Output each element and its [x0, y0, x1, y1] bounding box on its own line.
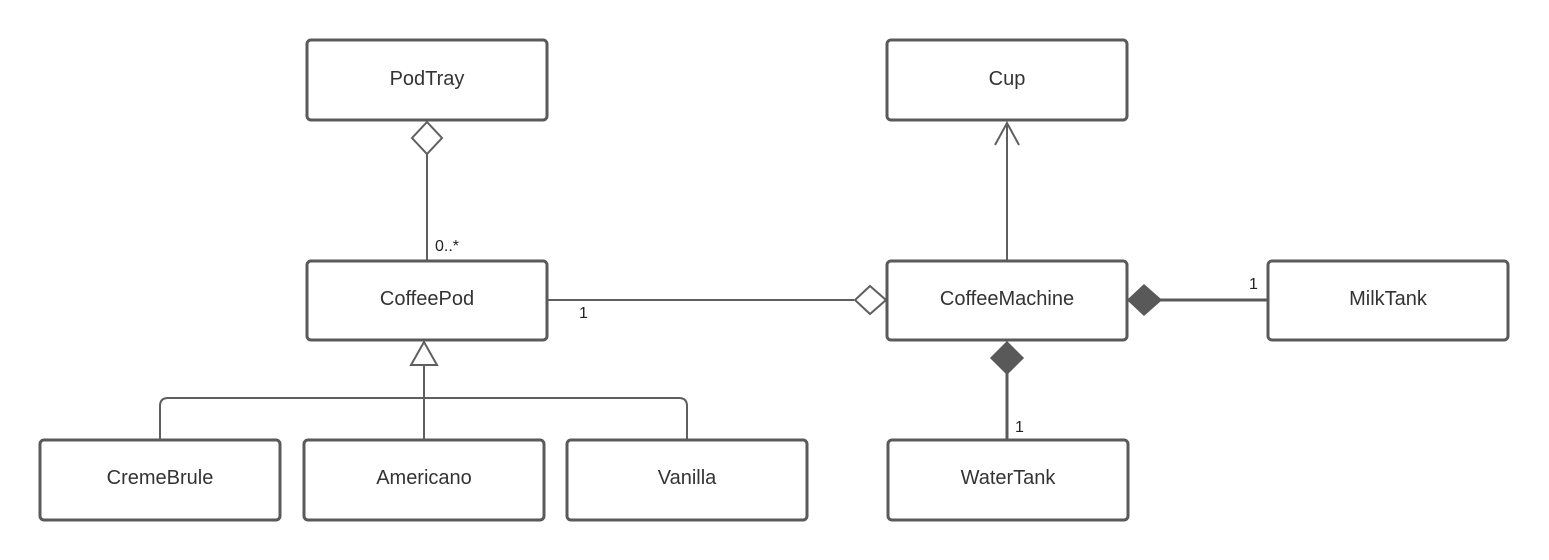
multiplicity-milktank-coffeemachine: 1 [1249, 276, 1258, 293]
class-cup[interactable]: Cup [885, 38, 1129, 122]
class-cup-label: Cup [989, 68, 1026, 90]
class-coffeemachine[interactable]: CoffeeMachine [885, 259, 1129, 342]
composition-diamond-milktank [1126, 283, 1163, 317]
class-coffeepod-label: CoffeePod [380, 288, 474, 310]
edge-podtray-coffeepod [410, 120, 444, 261]
class-podtray-label: PodTray [390, 68, 465, 90]
arrowhead-cup [994, 120, 1020, 146]
edge-watertank-coffeemachine [989, 340, 1025, 440]
class-vanilla[interactable]: Vanilla [565, 438, 809, 522]
class-coffeemachine-label: CoffeeMachine [940, 288, 1074, 310]
class-watertank-label: WaterTank [961, 467, 1057, 489]
class-cremebrule[interactable]: CremeBrule [38, 438, 282, 522]
edge-milktank-coffeemachine [1126, 283, 1268, 317]
class-americano-label: Americano [376, 467, 472, 489]
multiplicity-watertank-coffeemachine: 1 [1015, 419, 1024, 436]
class-cremebrule-label: CremeBrule [107, 467, 214, 489]
class-vanilla-label: Vanilla [658, 467, 717, 489]
class-americano[interactable]: Americano [302, 438, 546, 522]
edge-coffeepod-coffeemachine [547, 284, 888, 316]
edge-coffeemachine-cup [994, 120, 1020, 261]
class-milktank-label: MilkTank [1349, 288, 1428, 310]
multiplicity-podtray-coffeepod: 0..* [435, 238, 459, 255]
class-milktank[interactable]: MilkTank [1266, 259, 1510, 342]
class-watertank[interactable]: WaterTank [886, 438, 1130, 522]
generalization-triangle [409, 339, 439, 366]
multiplicity-coffeepod-coffeemachine: 1 [579, 305, 588, 322]
aggregation-diamond-podtray [410, 120, 444, 156]
edge-generalization-coffeepod [159, 339, 688, 440]
class-coffeepod[interactable]: CoffeePod [305, 259, 549, 342]
aggregation-diamond-coffeemachine [853, 284, 888, 316]
composition-diamond-watertank [989, 340, 1025, 376]
class-podtray[interactable]: PodTray [305, 38, 549, 122]
